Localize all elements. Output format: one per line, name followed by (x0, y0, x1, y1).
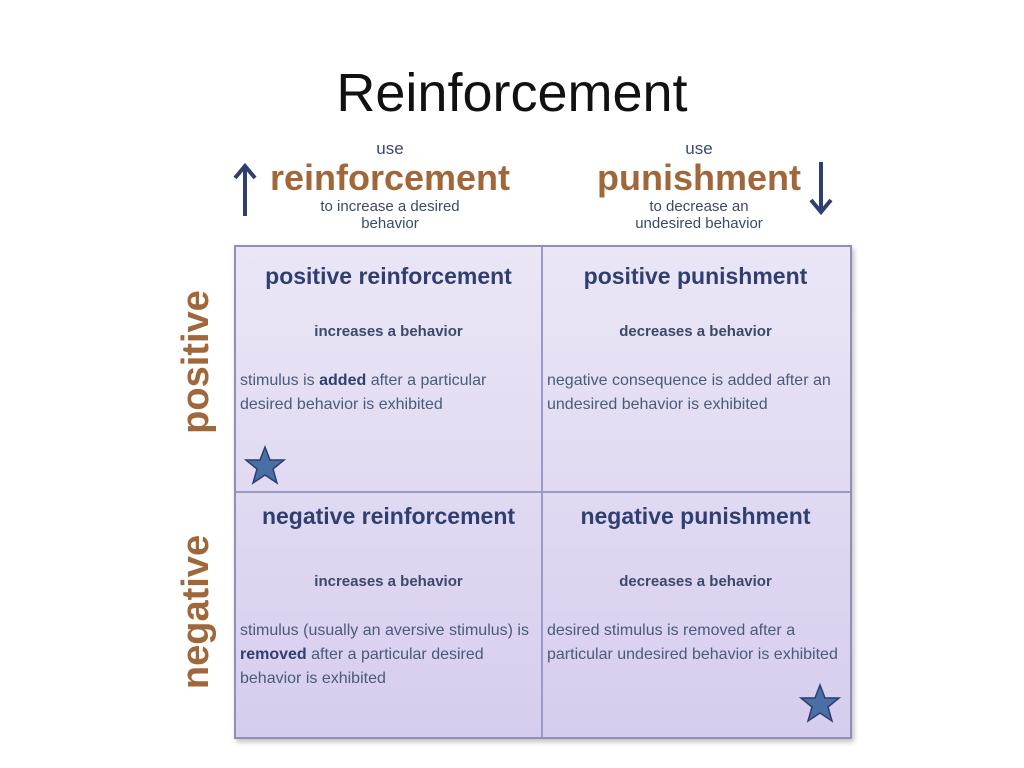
punishment-column-heading: use punishment to decrease an undesired … (594, 139, 804, 233)
punishment-purpose-line2: undesired behavior (635, 215, 763, 232)
cell-description: desired stimulus is removed after a part… (547, 622, 838, 663)
use-label: use (376, 139, 404, 158)
cell-effect: increases a behavior (314, 323, 463, 340)
star-icon (799, 683, 841, 723)
row-label-positive: positive (175, 290, 217, 434)
cell-negative-reinforcement: negative reinforcement increases a behav… (236, 493, 541, 737)
cell-description: stimulus (usually an aversive stimulus) … (240, 622, 529, 687)
cell-title: positive punishment (583, 263, 808, 289)
star-icon (244, 445, 286, 485)
use-label: use (685, 139, 713, 158)
reinforcement-label: reinforcement (269, 157, 511, 198)
row-label-negative: negative (175, 534, 217, 690)
punishment-purpose-line1: to decrease an (649, 198, 749, 215)
cell-title: negative reinforcement (261, 503, 516, 529)
reinforcement-column-heading: use reinforcement to increase a desired … (262, 139, 518, 233)
cell-positive-punishment: positive punishment decreases a behavior… (543, 247, 848, 491)
reinforcement-purpose-line2: behavior (361, 215, 419, 232)
punishment-label: punishment (597, 157, 801, 198)
arrow-down-icon (809, 162, 833, 216)
cell-description: negative consequence is added after an u… (547, 372, 831, 413)
cell-title: negative punishment (580, 503, 811, 529)
slide-title: Reinforcement (336, 63, 688, 123)
cell-positive-reinforcement: positive reinforcement increases a behav… (236, 247, 541, 491)
cell-effect: increases a behavior (314, 573, 463, 590)
reinforcement-punishment-grid: positive reinforcement increases a behav… (234, 245, 852, 739)
cell-negative-punishment: negative punishment decreases a behavior… (543, 493, 848, 737)
grid-divider-horizontal (236, 491, 850, 493)
arrow-up-icon (233, 162, 257, 216)
cell-title: positive reinforcement (265, 263, 512, 289)
cell-effect: decreases a behavior (619, 323, 772, 340)
cell-description: stimulus is added after a particular des… (240, 372, 487, 413)
cell-effect: decreases a behavior (619, 573, 772, 590)
reinforcement-purpose-line1: to increase a desired (320, 198, 460, 215)
